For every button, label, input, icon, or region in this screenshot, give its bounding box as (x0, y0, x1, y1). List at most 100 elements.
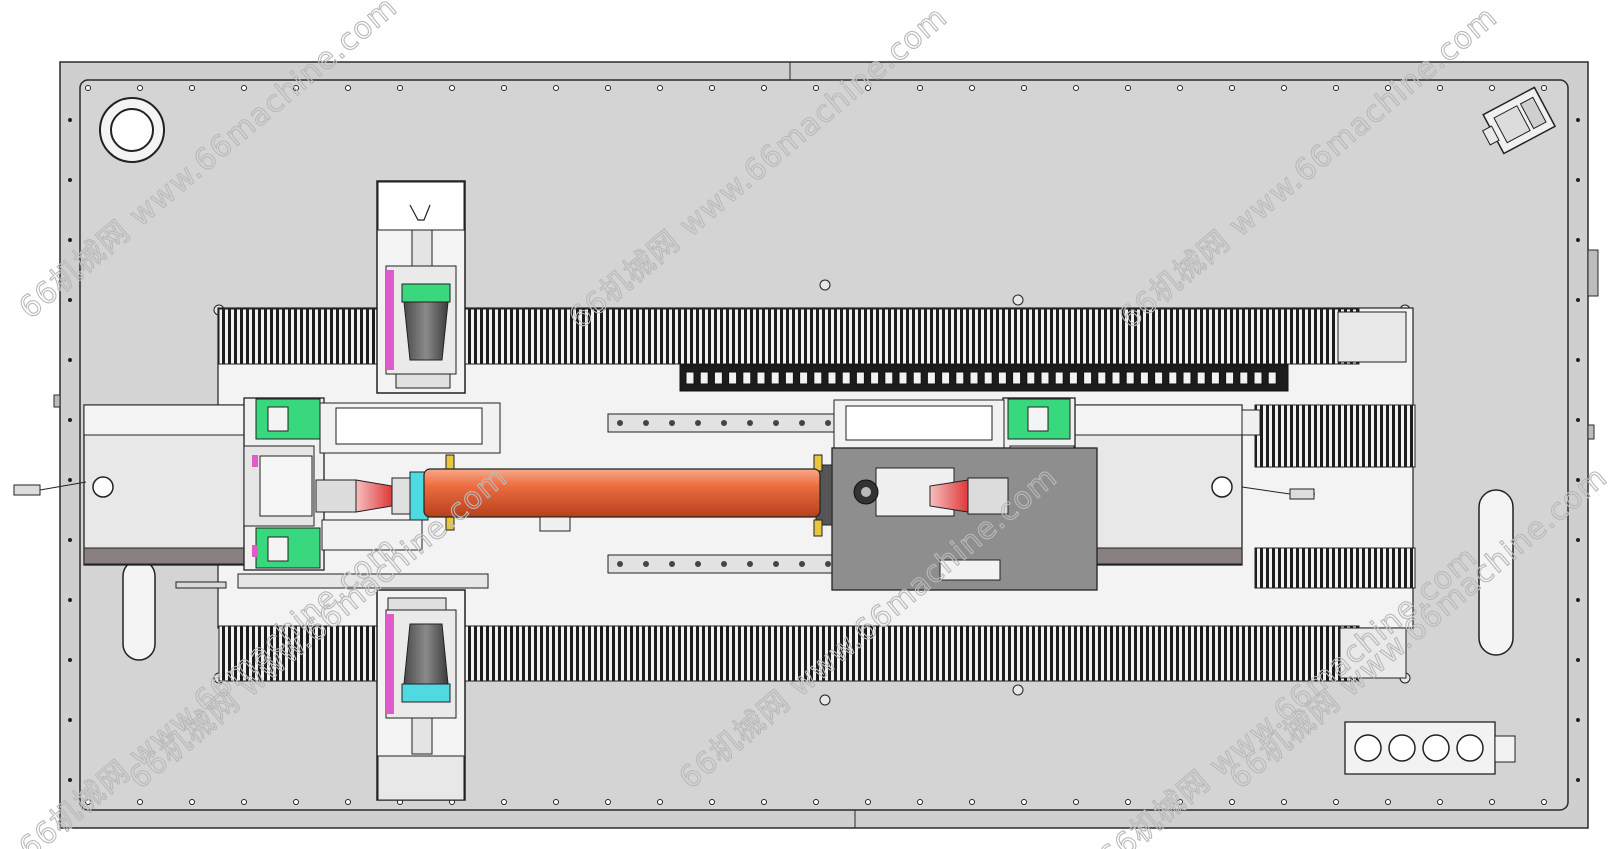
hole-icon (1125, 85, 1131, 91)
chain-link (997, 371, 1007, 385)
hole-icon (1229, 799, 1235, 805)
rail-bolt-icon (747, 561, 753, 567)
chain-link (685, 371, 695, 385)
hole-icon (1281, 85, 1287, 91)
hole-icon (1021, 799, 1027, 805)
hole-icon (241, 85, 247, 91)
rail-bolt-icon (721, 420, 727, 426)
chain-link (941, 371, 951, 385)
control-button[interactable] (1354, 734, 1382, 762)
control-button[interactable] (1422, 734, 1450, 762)
hole-icon (1489, 799, 1495, 805)
hole-icon (137, 85, 143, 91)
hole-icon (969, 85, 975, 91)
hole-icon (1437, 799, 1443, 805)
hole-icon (1576, 418, 1580, 422)
hole-icon (761, 799, 767, 805)
chain-link (841, 371, 851, 385)
hole-icon (1073, 799, 1079, 805)
cable-connector-icon (175, 581, 227, 589)
chain-link (699, 371, 709, 385)
chain-link (1154, 371, 1164, 385)
chain-link (713, 371, 723, 385)
chain-link (799, 371, 809, 385)
hole-icon (449, 85, 455, 91)
left-slide-housing (13, 404, 265, 566)
chain-link (1225, 371, 1235, 385)
chain-link (926, 371, 936, 385)
hole-icon (68, 598, 72, 602)
rail-bolt-icon (617, 561, 623, 567)
hole-icon (657, 85, 663, 91)
chain-link (1040, 371, 1050, 385)
chain-link (1196, 371, 1206, 385)
rail-bolt-icon (773, 561, 779, 567)
bolt-icon (819, 279, 831, 291)
chain-link (1267, 371, 1277, 385)
bolt-icon (1012, 294, 1024, 306)
hole-icon (1576, 658, 1580, 662)
hole-icon (1333, 85, 1339, 91)
hole-icon (68, 538, 72, 542)
chain-link (1012, 371, 1022, 385)
hole-icon (397, 85, 403, 91)
hole-icon (68, 118, 72, 122)
hole-icon (68, 718, 72, 722)
drag-chain (679, 364, 1289, 392)
left-welding-head (243, 397, 501, 571)
hole-icon (709, 85, 715, 91)
hole-icon (605, 799, 611, 805)
chain-link (827, 371, 837, 385)
chain-link (1239, 371, 1249, 385)
hole-icon (68, 418, 72, 422)
hole-icon (345, 85, 351, 91)
hole-icon (68, 778, 72, 782)
chain-link (1097, 371, 1107, 385)
hole-icon (1576, 238, 1580, 242)
hole-icon (137, 799, 143, 805)
hole-icon (1576, 718, 1580, 722)
bolt-icon (819, 694, 831, 706)
hole-icon (605, 85, 611, 91)
slot-right-icon (1478, 489, 1514, 656)
rail-bolt-icon (669, 561, 675, 567)
hole-icon (553, 85, 559, 91)
chain-link (1168, 371, 1178, 385)
hole-icon (1125, 799, 1131, 805)
chain-link (1182, 371, 1192, 385)
hole-icon (68, 658, 72, 662)
chain-link (813, 371, 823, 385)
chain-link (1026, 371, 1036, 385)
rail-bolt-icon (617, 420, 623, 426)
bottom-vision-unit (237, 573, 489, 801)
hole-icon (501, 799, 507, 805)
hole-icon (1385, 85, 1391, 91)
chain-link (1125, 371, 1135, 385)
hole-icon (1073, 85, 1079, 91)
hole-icon (1021, 85, 1027, 91)
hole-icon (1576, 778, 1580, 782)
chain-link (884, 371, 894, 385)
chain-link (1111, 371, 1121, 385)
hole-icon (1281, 799, 1287, 805)
hole-icon (68, 298, 72, 302)
hole-icon (917, 85, 923, 91)
end-bracket-right (1337, 311, 1407, 679)
chain-link (898, 371, 908, 385)
hole-icon (1576, 478, 1580, 482)
control-button[interactable] (1388, 734, 1416, 762)
hole-icon (1576, 178, 1580, 182)
rail-bolt-icon (773, 420, 779, 426)
hole-icon (501, 85, 507, 91)
chain-link (742, 371, 752, 385)
hole-icon (1576, 598, 1580, 602)
hole-icon (1489, 85, 1495, 91)
control-button[interactable] (1456, 734, 1484, 762)
slot-left-icon (122, 559, 156, 661)
chain-link (756, 371, 766, 385)
hole-icon (68, 478, 72, 482)
hole-icon (1177, 799, 1183, 805)
hole-icon (865, 85, 871, 91)
hole-icon (657, 799, 663, 805)
